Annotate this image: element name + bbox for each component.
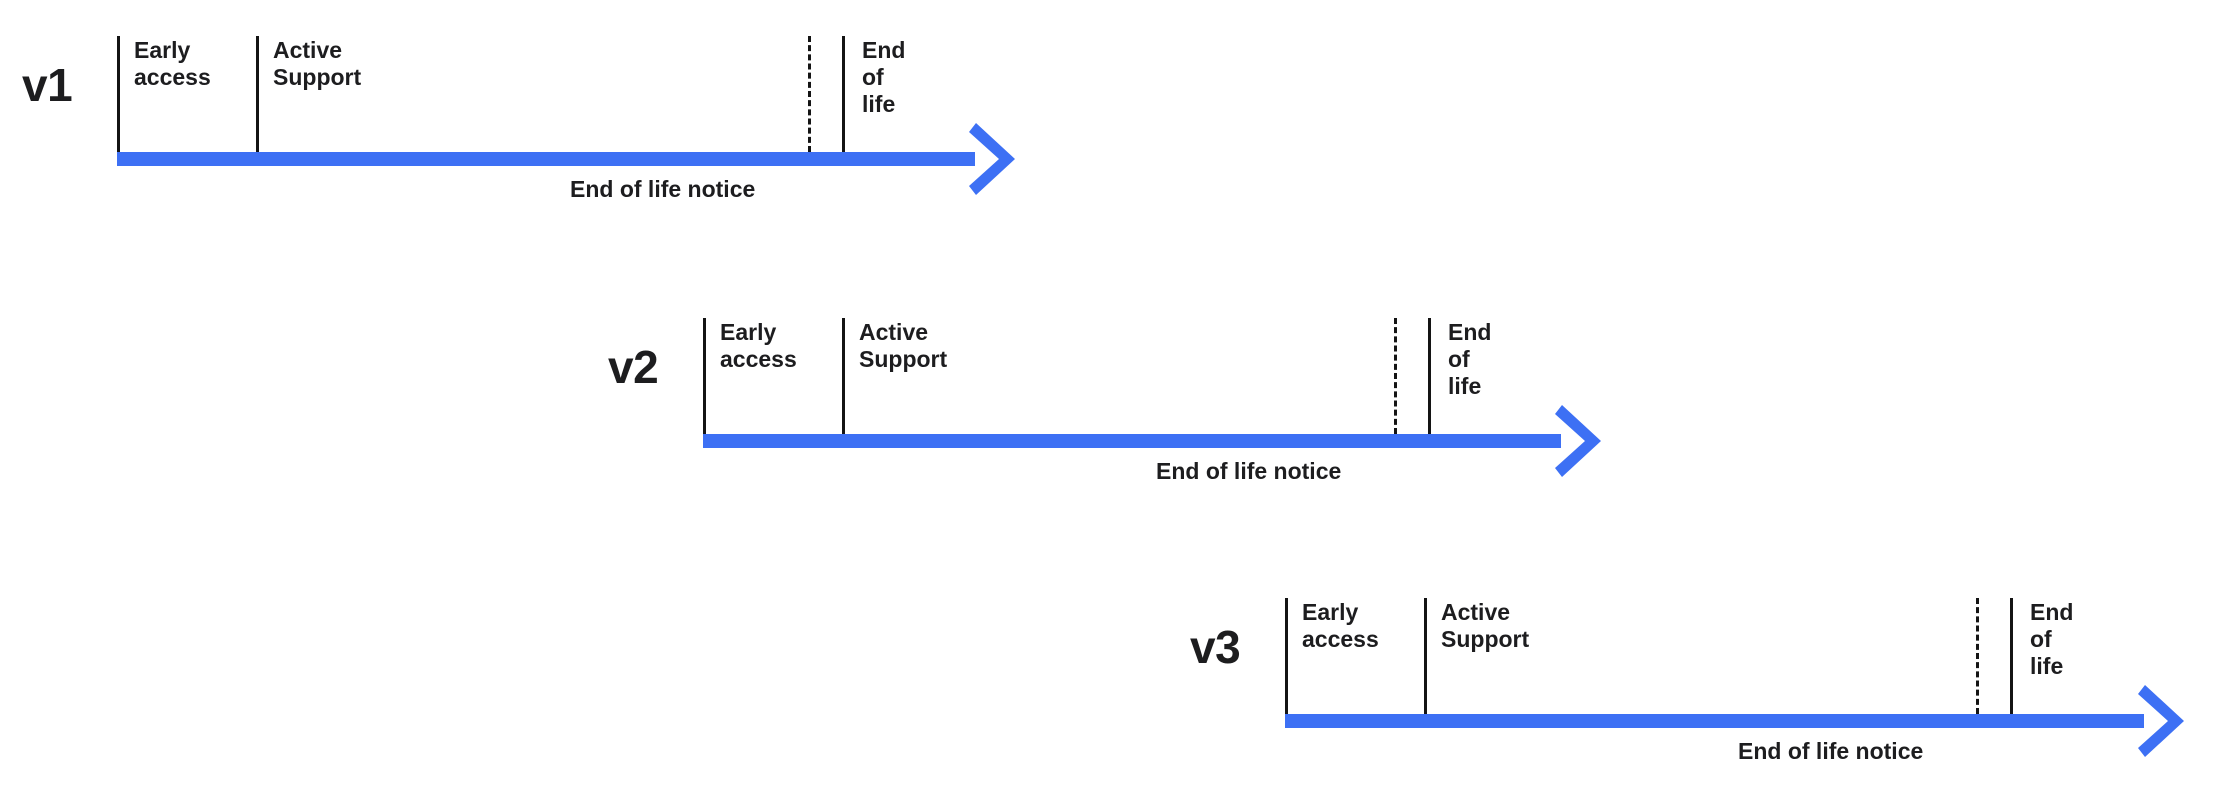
phase-divider-start — [117, 36, 120, 152]
phase-divider-active-support — [842, 318, 845, 434]
timeline-arrow-shaft — [1285, 714, 2144, 728]
timeline-arrow-head-icon — [1555, 405, 1601, 477]
phase-divider-start — [1285, 598, 1288, 714]
timeline-arrow-shaft — [117, 152, 975, 166]
end-of-life-notice-label: End of life notice — [1156, 458, 1342, 484]
version-label-v2: v2 — [608, 341, 659, 393]
eol-notice-marker-dashed-line — [1394, 318, 1397, 434]
eol-notice-marker-dashed-line — [1976, 598, 1979, 714]
phase-label-active-support: Active Support — [1441, 599, 1530, 653]
phase-label-active-support: Active Support — [859, 319, 948, 373]
phase-label-end-of-life: End of life — [862, 37, 906, 118]
phase-label-early-access: Early access — [1302, 599, 1379, 653]
timeline-arrow-shaft — [703, 434, 1561, 448]
phase-divider-end-of-life — [2010, 598, 2013, 714]
phase-label-early-access: Early access — [720, 319, 797, 373]
eol-notice-marker-dashed-line — [808, 36, 811, 152]
phase-divider-end-of-life — [842, 36, 845, 152]
phase-label-early-access: Early access — [134, 37, 211, 91]
phase-divider-start — [703, 318, 706, 434]
phase-divider-active-support — [256, 36, 259, 152]
timeline-arrow-head-icon — [2138, 685, 2184, 757]
end-of-life-notice-label: End of life notice — [570, 176, 756, 202]
version-label-v1: v1 — [22, 59, 73, 111]
phase-label-active-support: Active Support — [273, 37, 362, 91]
timeline-arrow-head-icon — [969, 123, 1015, 195]
version-label-v3: v3 — [1190, 621, 1241, 673]
phase-divider-active-support — [1424, 598, 1427, 714]
end-of-life-notice-label: End of life notice — [1738, 738, 1924, 764]
phase-divider-end-of-life — [1428, 318, 1431, 434]
phase-label-end-of-life: End of life — [1448, 319, 1492, 400]
phase-label-end-of-life: End of life — [2030, 599, 2074, 680]
